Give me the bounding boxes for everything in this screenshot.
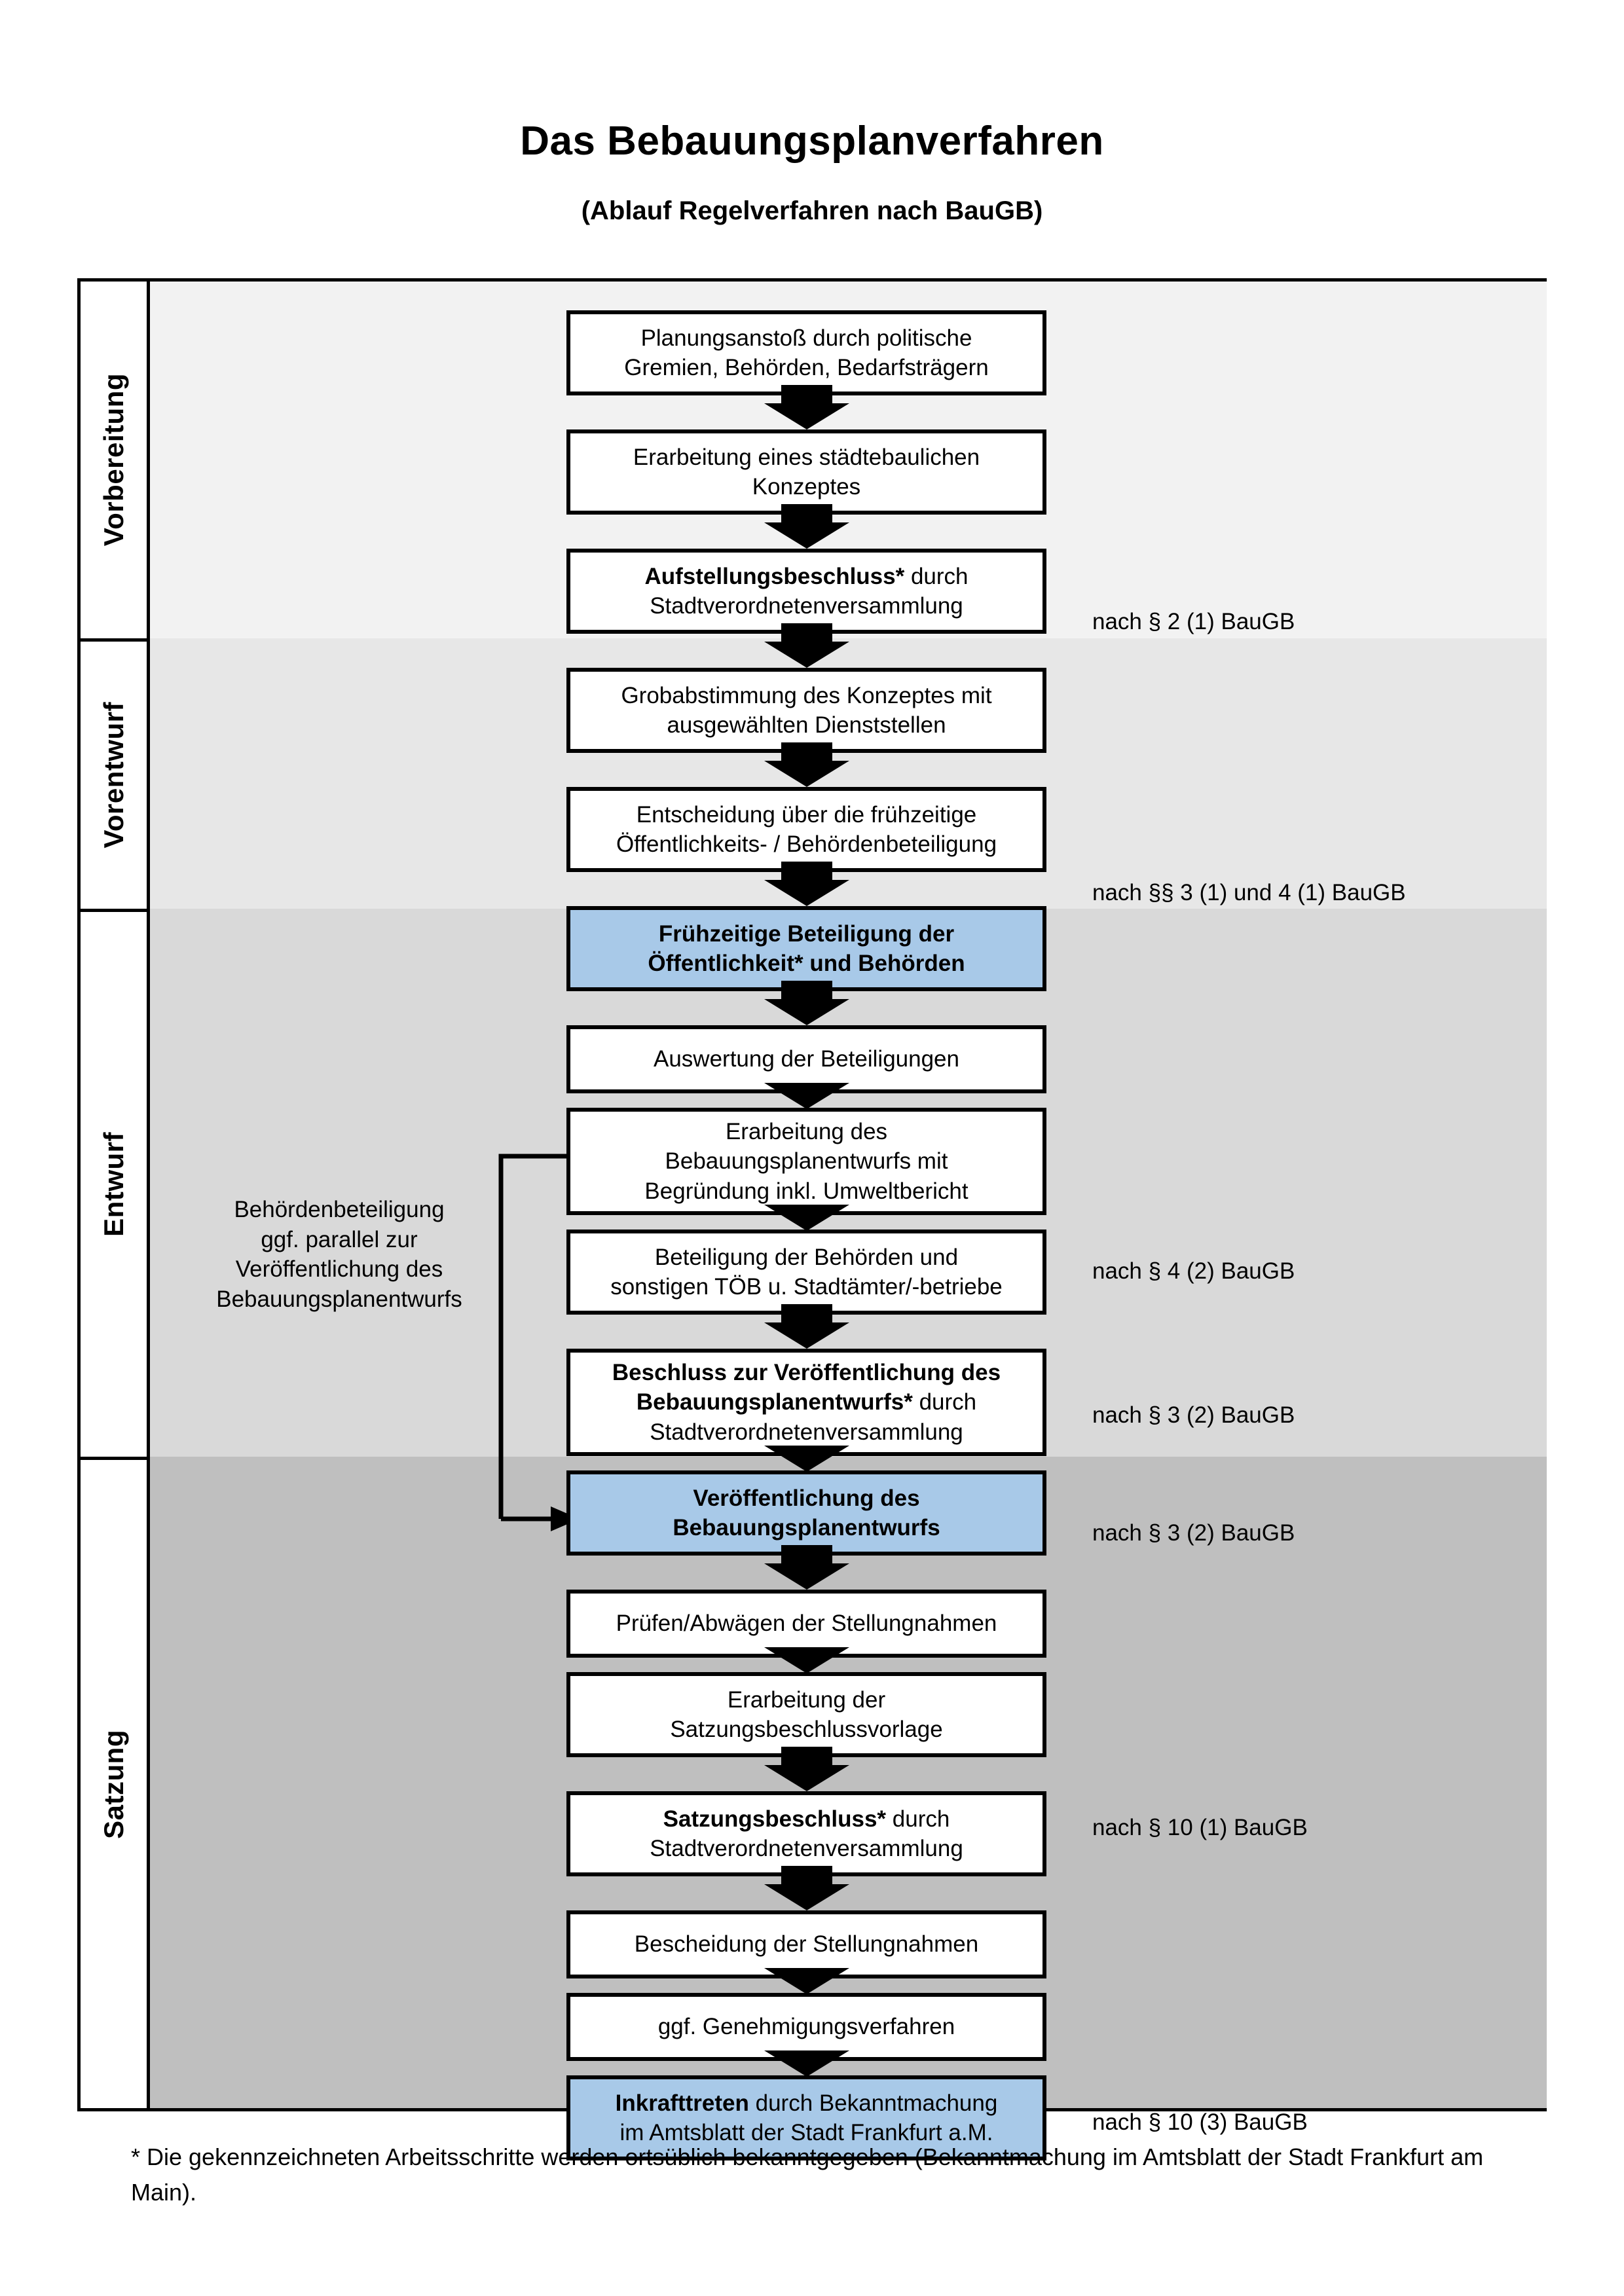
phase-cell-satzung: Satzung (81, 1457, 147, 2108)
flow-node-genehmigungsverfahren[interactable]: ggf. Genehmigungsverfahren (566, 1993, 1046, 2061)
phase-label-vorbereitung: Vorbereitung (98, 373, 129, 547)
ref-beschluss-veroeffentlichung: nach § 3 (2) BauGB (1092, 1402, 1295, 1428)
phase-label-entwurf: Entwurf (98, 1132, 129, 1237)
phase-label-vorentwurf: Vorentwurf (98, 702, 129, 848)
flow-node-label: Bescheidung der Stellungnahmen (634, 1931, 979, 1958)
flow-node-pruefen-abwaegen[interactable]: Prüfen/Abwägen der Stellungnahmen (566, 1590, 1046, 1658)
ref-fruehzeitige-beteiligung: nach §§ 3 (1) und 4 (1) BauGB (1092, 880, 1406, 905)
ref-inkrafttreten: nach § 10 (3) BauGB (1092, 2109, 1308, 2135)
page-subtitle: (Ablauf Regelverfahren nach BauGB) (581, 196, 1043, 226)
page-title: Das Bebauungsplanverfahren (520, 118, 1104, 164)
document-header: Das Bebauungsplanverfahren (Ablauf Regel… (0, 0, 1624, 226)
flow-node-label: ggf. Genehmigungsverfahren (657, 2014, 955, 2040)
flow-node-label: Prüfen/Abwägen der Stellungnahmen (616, 1611, 997, 1637)
ref-behoerdenbeteiligung: nach § 4 (2) BauGB (1092, 1258, 1295, 1284)
ref-satzungsbeschluss: nach § 10 (1) BauGB (1092, 1815, 1308, 1840)
phase-cell-vorbereitung: Vorbereitung (81, 282, 147, 638)
phase-label-satzung: Satzung (98, 1729, 129, 1839)
ref-aufstellungsbeschluss: nach § 2 (1) BauGB (1092, 609, 1295, 634)
flow-node-auswertung-beteiligungen[interactable]: Auswertung der Beteiligungen (566, 1025, 1046, 1093)
flow-node-label: Auswertung der Beteiligungen (654, 1046, 959, 1072)
flow-node-bescheidung-stellungnahmen[interactable]: Bescheidung der Stellungnahmen (566, 1910, 1046, 1978)
ref-veroeffentlichung: nach § 3 (2) BauGB (1092, 1520, 1295, 1546)
phase-cell-vorentwurf: Vorentwurf (81, 638, 147, 909)
footnote: * Die gekennzeichneten Arbeitsschritte w… (131, 2143, 1484, 2206)
phase-cell-entwurf: Entwurf (81, 909, 147, 1457)
